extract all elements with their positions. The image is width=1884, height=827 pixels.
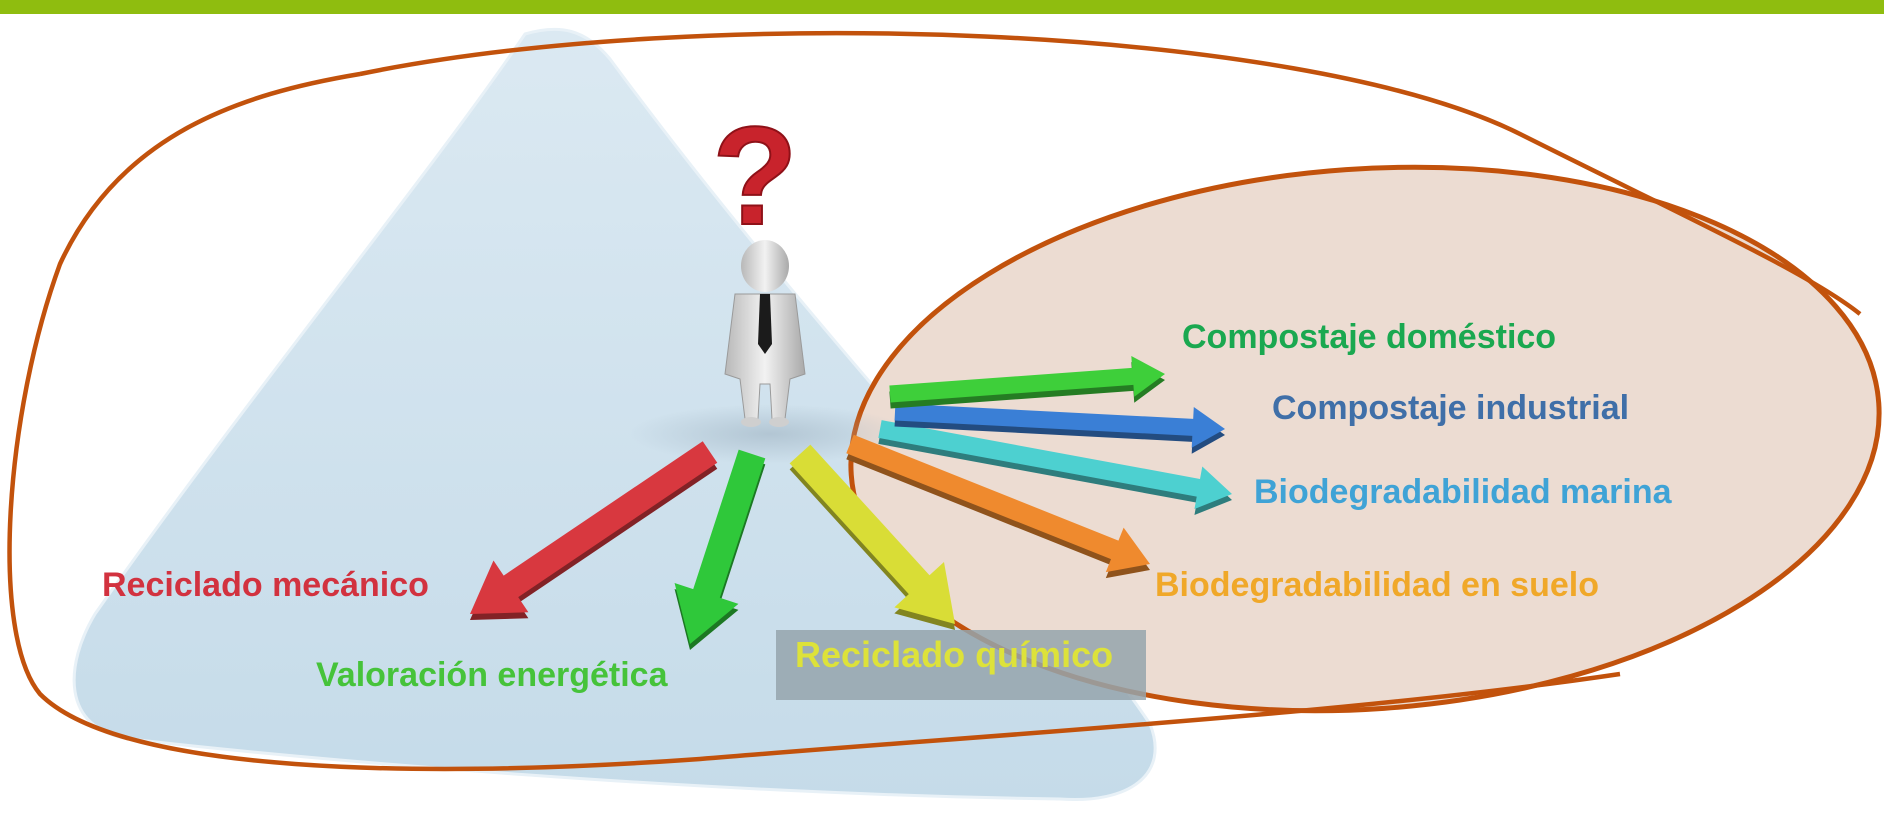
arrow-valoracion-energetica — [674, 449, 766, 644]
label-compostaje-industrial: Compostaje industrial — [1272, 389, 1629, 427]
label-compostaje-domestico: Compostaje doméstico — [1182, 318, 1556, 356]
triangle-region — [72, 27, 1157, 802]
highlight-label-background — [776, 630, 1146, 700]
label-reciclado-mecanico: Reciclado mecánico — [102, 566, 429, 604]
top-accent-bar — [0, 0, 1884, 14]
arrow-reciclado-quimico — [789, 444, 955, 624]
arrow-biodegradabilidad-suelo — [846, 434, 1150, 573]
arrow-compostaje-industrial — [894, 403, 1225, 448]
businessman-icon — [724, 240, 806, 427]
arrow-compostaje-domestico — [889, 355, 1165, 403]
question-mark-icon: ? — [712, 97, 798, 254]
label-biodegradabilidad-marina: Biodegradabilidad marina — [1254, 473, 1673, 511]
outer-loop-outline — [7, 30, 1862, 772]
diagram-canvas: ? Reciclado mecánico Valoración energéti… — [7, 27, 1882, 802]
label-valoracion-energetica: Valoración energética — [316, 656, 669, 694]
arrow-reciclado-mecanico — [470, 441, 718, 614]
arrow-biodegradabilidad-marina — [878, 420, 1232, 510]
label-biodegradabilidad-suelo: Biodegradabilidad en suelo — [1155, 566, 1599, 604]
label-reciclado-quimico: Reciclado químico — [795, 634, 1113, 675]
